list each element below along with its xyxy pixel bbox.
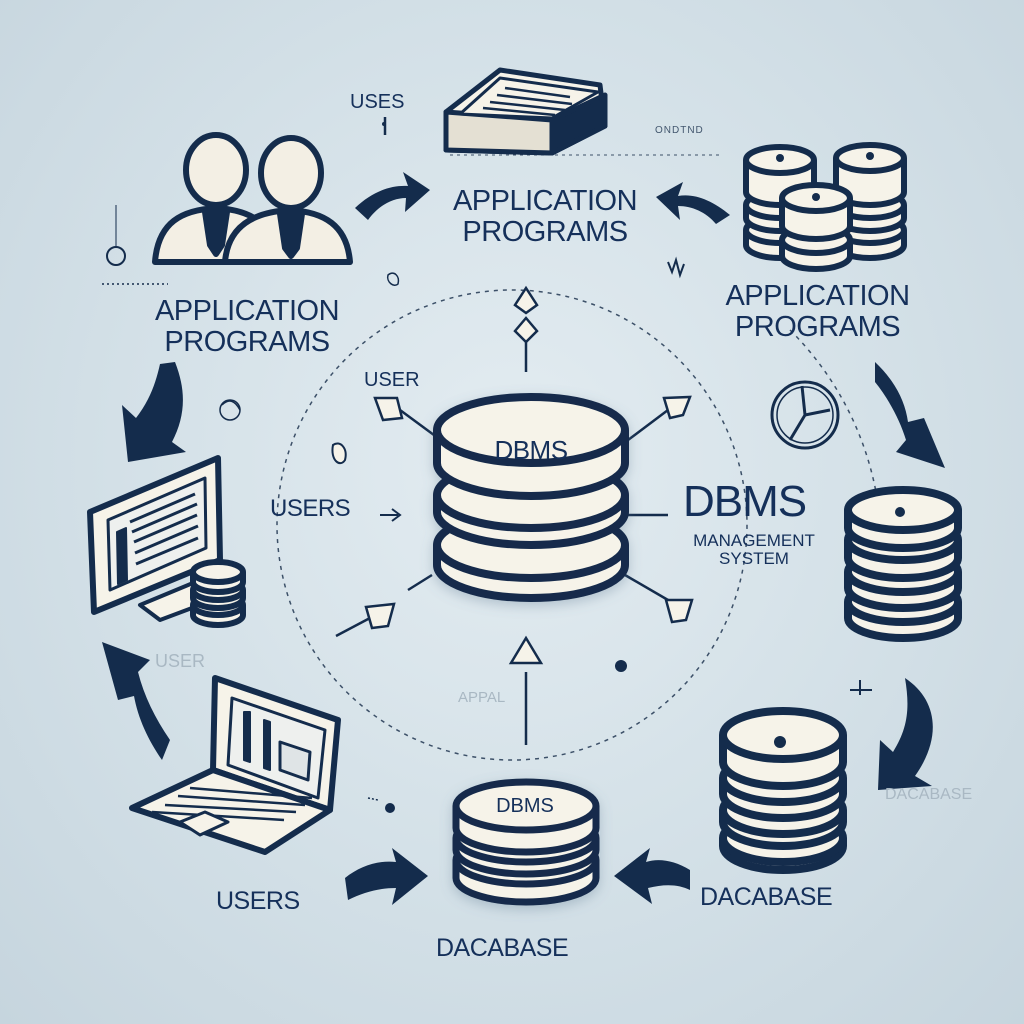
desktop-monitor-icon — [87, 455, 223, 622]
orbit-dashed-circle — [276, 289, 748, 761]
database-stacks-top-right — [743, 142, 907, 272]
right-database-stack — [844, 486, 962, 642]
users-left-label: USERS — [270, 495, 351, 522]
central-dbms-cylinder — [433, 393, 629, 602]
tiny-top-right-label: ONDTND — [655, 125, 704, 136]
small-database-icon — [190, 559, 246, 628]
dacabase-right-label: DACABASE — [700, 883, 833, 911]
application-programs-right-label: APPLICATION PROGRAMS — [725, 280, 910, 344]
dot-marker — [615, 660, 627, 672]
database-dots — [776, 152, 874, 201]
dbms-center-label: DBMS — [494, 435, 568, 465]
application-programs-top-label: APPLICATION PROGRAMS — [452, 185, 638, 249]
user-center-label: USER — [364, 369, 420, 391]
dacabase-bottom-label: DACABASE — [436, 934, 569, 962]
bottom-right-database-stack — [719, 707, 847, 874]
clock-icon — [770, 380, 840, 450]
tick-dot — [106, 246, 126, 266]
dbms-right-title: DBMS — [683, 477, 807, 526]
laptop-icon — [129, 675, 341, 855]
users-bottom-label: USERS — [216, 887, 300, 915]
decorative-marks — [102, 122, 872, 813]
small-arrow-left — [380, 508, 402, 522]
center-connectors — [335, 285, 694, 745]
book-icon — [443, 67, 608, 156]
appal-faint-label: APPAL — [458, 689, 506, 706]
application-programs-left-label: APPLICATION PROGRAMS — [154, 295, 340, 359]
uses-top-label: USES — [350, 91, 405, 113]
dacabase-faint-label: DACABASE — [885, 786, 973, 803]
dbms-right-subtitle: MANAGEMENT SYSTEM — [693, 531, 815, 569]
users-people-icon — [152, 132, 353, 265]
right-database-dot — [895, 507, 905, 517]
dbms-bottom-label: DBMS — [496, 795, 554, 817]
user-faint-label: USER — [155, 651, 206, 671]
bottom-dbms-cylinder — [452, 778, 600, 906]
curved-arrows — [102, 172, 945, 905]
bottom-right-database-dot — [774, 736, 786, 748]
